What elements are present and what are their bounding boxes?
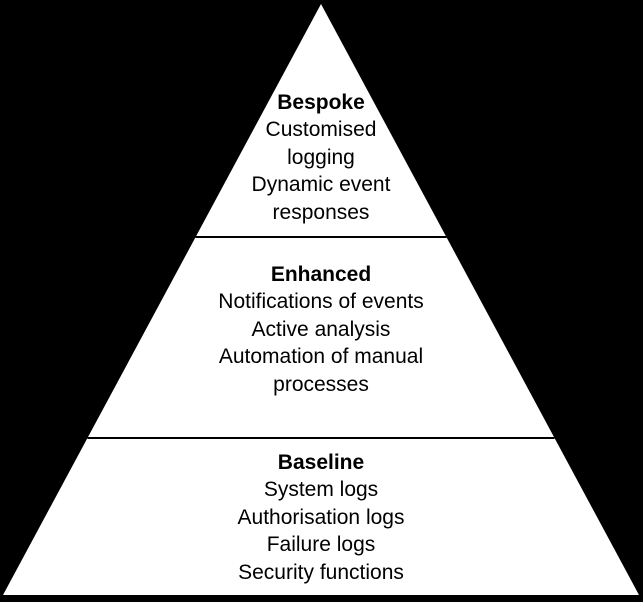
pyramid-outline [3,4,639,595]
tier-baseline-line: Authorisation logs [237,505,405,529]
tier-bespoke-title: Bespoke [277,91,365,114]
tier-enhanced-line: Active analysis [251,317,391,341]
tier-bespoke-line: responses [272,200,370,224]
tier-baseline: Baseline System logs Authorisation logs … [121,449,521,586]
tier-enhanced-line: Automation of manual [218,345,424,369]
tier-bespoke-line: Customised [265,118,377,142]
tier-enhanced-line: Notifications of events [218,290,424,314]
tier-baseline-line: Security functions [238,560,404,584]
tier-bespoke-line: Dynamic event [251,173,391,197]
tier-enhanced-line: processes [273,372,369,396]
tier-baseline-line: Failure logs [266,533,376,557]
tier-bespoke: Bespoke Customised logging Dynamic event… [121,89,521,226]
tier-baseline-line: System logs [263,478,379,502]
tier-enhanced: Enhanced Notifications of events Active … [121,261,521,398]
tier-baseline-title: Baseline [277,451,365,474]
tier-bespoke-line: logging [287,145,355,169]
tier-enhanced-title: Enhanced [270,263,372,286]
